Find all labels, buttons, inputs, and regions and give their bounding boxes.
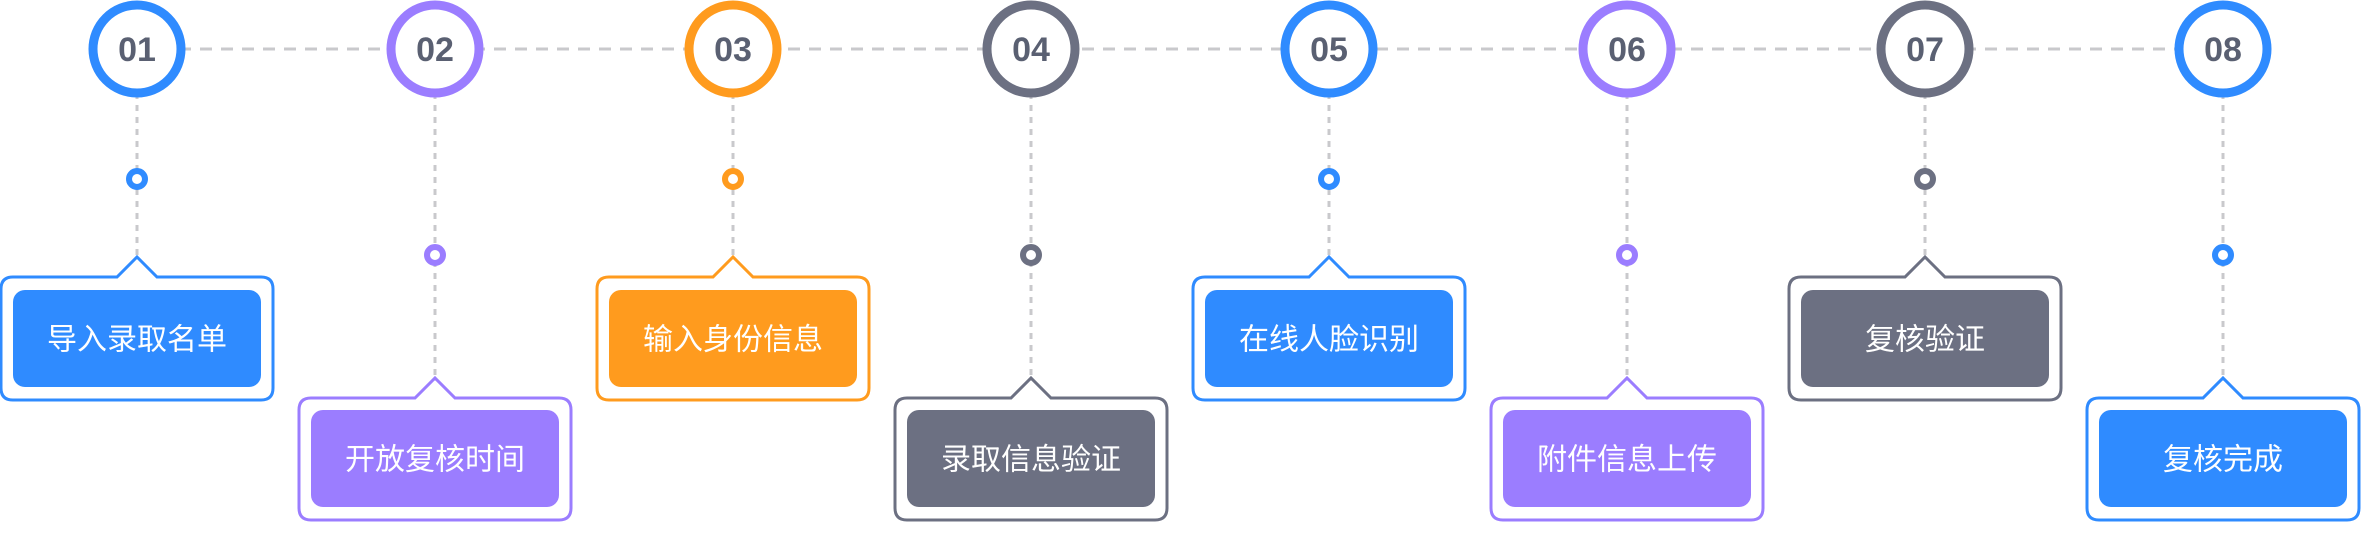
step-01: 01 导入录取名单 [0,0,275,402]
connector-dot [424,244,446,266]
step-label-box [1801,290,2049,387]
step-05: 05 在线人脸识别 [1191,0,1467,402]
step-label-box [907,410,1155,507]
step-label-box [1503,410,1751,507]
step-number-circle [1876,0,1974,98]
connector-dot [1914,168,1936,190]
step-number: 04 [1012,31,1050,69]
step-02: 02 开放复核时间 [297,0,573,522]
step-number-circle [684,0,782,98]
connector-dot [722,168,744,190]
step-06: 06 附件信息上传 [1489,0,1765,522]
step-03: 03 输入身份信息 [595,0,871,402]
step-label: 复核验证 [1865,323,1985,358]
step-label: 录取信息验证 [941,443,1121,478]
step-label: 复核完成 [2163,443,2283,478]
step-04: 04 录取信息验证 [893,0,1169,522]
step-label-box [2099,410,2347,507]
step-number: 07 [1906,31,1944,69]
connector-dot [1616,244,1638,266]
step-number: 05 [1310,31,1348,69]
step-number: 06 [1608,31,1646,69]
step-label-box [311,410,559,507]
step-number: 01 [118,31,156,69]
step-label-box [609,290,857,387]
step-label-box [13,290,261,387]
connector-dot [1020,244,1042,266]
step-label: 输入身份信息 [643,323,823,358]
step-number-circle [1578,0,1676,98]
step-number-circle [2174,0,2272,98]
step-label: 附件信息上传 [1537,443,1717,478]
step-number: 02 [416,31,454,69]
step-label: 在线人脸识别 [1239,323,1419,358]
step-08: 08 复核完成 [2085,0,2361,522]
step-label: 开放复核时间 [345,443,525,478]
step-number-circle [982,0,1080,98]
step-number: 03 [714,31,752,69]
connector-dot [1318,168,1340,190]
step-number: 08 [2204,31,2242,69]
step-number-circle [386,0,484,98]
step-07: 07 复核验证 [1787,0,2063,402]
step-number-circle [1280,0,1378,98]
step-number-circle [88,0,186,98]
connector-dot [126,168,148,190]
connector-dot [2212,244,2234,266]
step-label-box [1205,290,1453,387]
step-label: 导入录取名单 [47,323,227,358]
